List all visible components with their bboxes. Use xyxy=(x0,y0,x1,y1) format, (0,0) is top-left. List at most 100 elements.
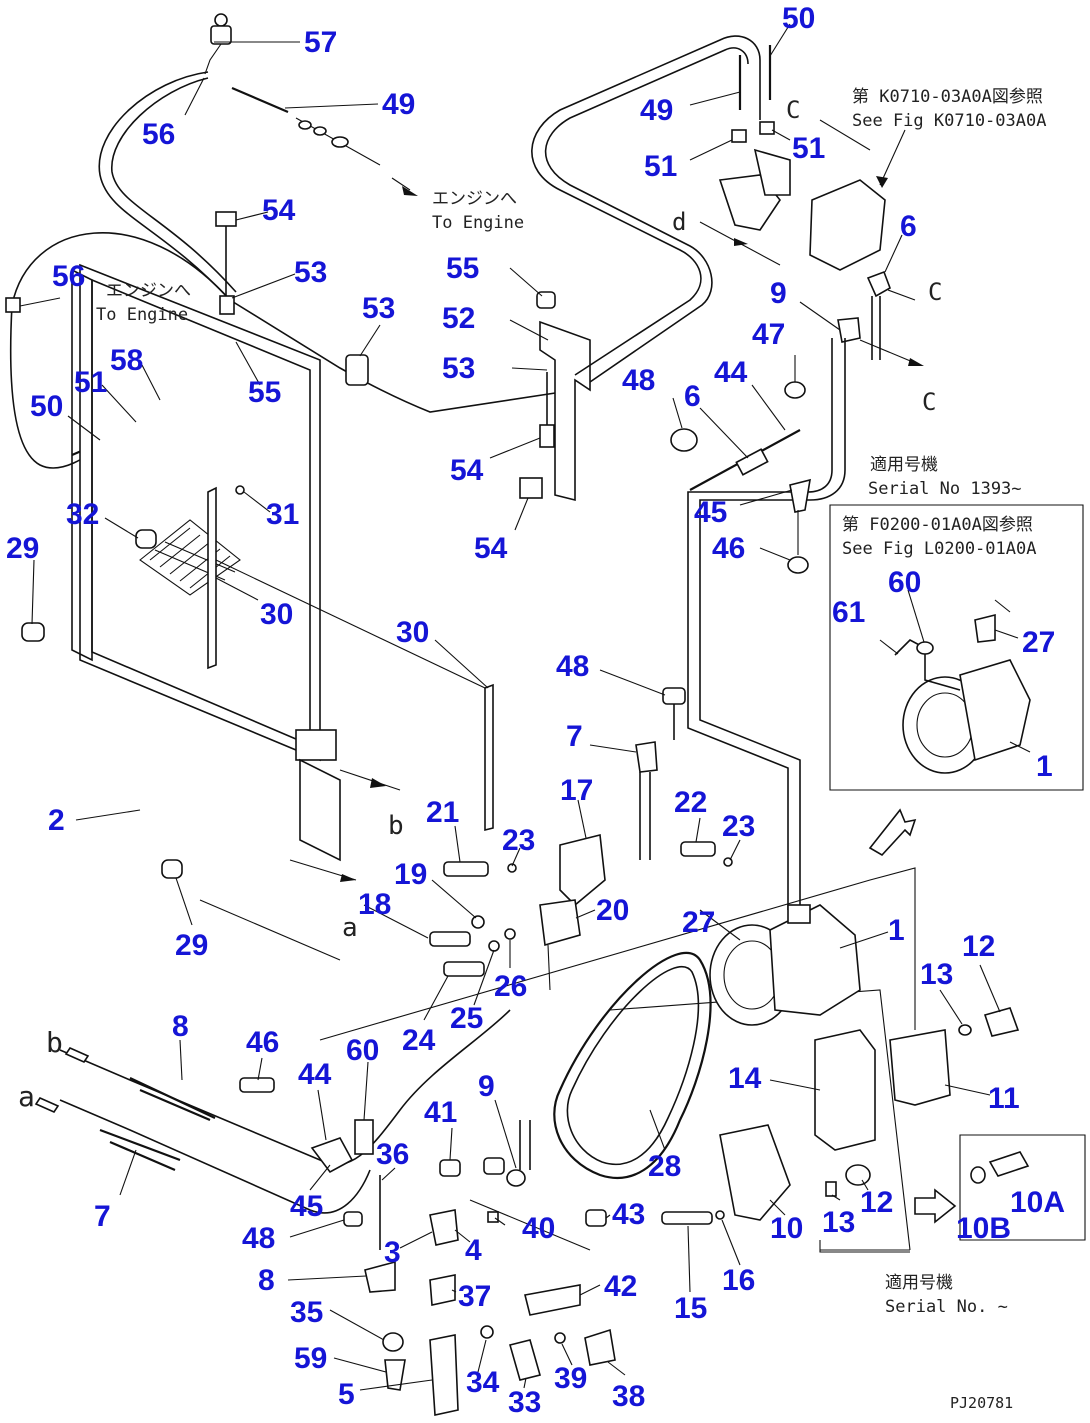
ref-inset-jp: 第 F0200-01A0A図参照 xyxy=(842,515,1033,535)
clamp-3 xyxy=(429,1209,459,1246)
leader-30-right xyxy=(434,639,489,689)
clamp-54-lower xyxy=(519,477,543,499)
inset-arrow xyxy=(994,599,1011,613)
hose-50-ends xyxy=(738,45,772,110)
leader-51-left-low xyxy=(101,384,137,423)
callout: 23 xyxy=(502,824,535,857)
fitting-9-lower xyxy=(506,1169,526,1187)
inset-compressor-body xyxy=(959,659,1031,762)
clamp-45-upper xyxy=(789,478,811,513)
fitting-6-right xyxy=(866,270,891,298)
callout: 18 xyxy=(358,888,391,921)
ref-top-jp: 第 K0710-03A0A図参照 xyxy=(852,87,1043,107)
callout: 1 xyxy=(888,914,905,947)
callout: 48 xyxy=(556,650,589,683)
arrow-inset-pointer xyxy=(868,808,917,857)
pipe-6-right xyxy=(871,296,881,360)
hose-7 xyxy=(59,1099,371,1214)
leader-37 xyxy=(451,1289,457,1293)
callout: 7 xyxy=(94,1200,111,1233)
callout: 26 xyxy=(494,970,527,1003)
leader-52 xyxy=(509,319,549,341)
leader-48-mid xyxy=(599,669,666,696)
callout: 15 xyxy=(674,1292,707,1325)
arrow-head xyxy=(402,186,418,196)
leader-8-upper xyxy=(179,1039,183,1081)
leader-3 xyxy=(399,1231,433,1249)
leader-44-top xyxy=(751,384,786,431)
leader-34 xyxy=(477,1339,487,1373)
clamp-44-lower xyxy=(310,1137,354,1174)
callout: 43 xyxy=(612,1198,645,1231)
callout: 9 xyxy=(478,1070,495,1103)
leader-1-inset xyxy=(1009,741,1031,753)
leader-27-inset xyxy=(994,629,1019,639)
fitting-49a xyxy=(298,120,312,130)
leader-54-low xyxy=(514,497,529,531)
arrow-d-head xyxy=(734,238,748,246)
drawing-notes: 第 K0710-03A0A図参照 See Fig K0710-03A0A エンジ… xyxy=(96,87,1046,1412)
callout: 50 xyxy=(30,390,63,423)
callout: 29 xyxy=(6,532,39,565)
callout: 38 xyxy=(612,1380,645,1413)
bracket-17 xyxy=(559,834,606,907)
leader-60-inset xyxy=(907,589,925,643)
callout: 22 xyxy=(674,786,707,819)
callout: 53 xyxy=(442,352,475,385)
callout: 28 xyxy=(648,1150,681,1183)
leader-40 xyxy=(494,1217,506,1226)
letter-a-lower: a xyxy=(18,1080,35,1113)
callout: 12 xyxy=(962,930,995,963)
leader-41 xyxy=(449,1127,453,1161)
to-engine-2-en: To Engine xyxy=(96,305,188,325)
arrow-b-lower xyxy=(64,1046,90,1064)
leader-11 xyxy=(944,1084,991,1096)
leader-5 xyxy=(359,1379,433,1391)
hose-50-upper xyxy=(11,232,231,306)
leader-27-main xyxy=(699,909,741,941)
callout: 24 xyxy=(402,1024,436,1057)
callout: 50 xyxy=(782,2,815,35)
hose-9-to-compressor xyxy=(699,338,846,910)
bolt-12-upper xyxy=(983,1007,1020,1037)
leader-45-top xyxy=(739,489,793,506)
bolt-21 xyxy=(443,861,489,877)
callout: 54 xyxy=(450,454,484,487)
leader-61 xyxy=(879,639,899,655)
o-ring-51-top-left xyxy=(731,129,747,143)
callout: 51 xyxy=(644,150,677,183)
callout: 48 xyxy=(242,1222,275,1255)
mount-rail-lower xyxy=(469,1199,591,1251)
arrow-a-lower xyxy=(34,1096,60,1114)
callout: 34 xyxy=(466,1366,500,1399)
leader-49-right xyxy=(689,91,741,106)
callout: 57 xyxy=(304,26,337,59)
cap-48-top xyxy=(670,428,698,452)
callout: 60 xyxy=(346,1034,379,1067)
callout: 27 xyxy=(1022,626,1055,659)
leader-19 xyxy=(431,879,477,919)
washer-31 xyxy=(235,485,245,495)
callout: 25 xyxy=(450,1002,483,1035)
leader-23-left xyxy=(511,847,521,867)
fitting-49c xyxy=(331,136,349,148)
callout: 23 xyxy=(722,810,755,843)
hose-49-segment xyxy=(231,86,289,114)
callout: 1 xyxy=(1036,750,1053,783)
leader-6-mid xyxy=(699,407,749,459)
callout: 46 xyxy=(246,1026,279,1059)
bolt-46-head xyxy=(787,556,809,574)
nut-35 xyxy=(382,1332,404,1352)
leader-38 xyxy=(607,1361,626,1376)
callout: 30 xyxy=(396,616,429,649)
leader-54-top xyxy=(235,211,269,221)
callout: 45 xyxy=(694,496,727,529)
leader-53-top xyxy=(231,273,296,299)
leader-23-right xyxy=(729,839,741,861)
leader-54-mid xyxy=(489,437,541,459)
callout: 49 xyxy=(640,94,673,127)
to-engine-arrow-line xyxy=(295,117,411,191)
leader-56-top xyxy=(184,77,205,116)
callout: 56 xyxy=(142,118,175,151)
